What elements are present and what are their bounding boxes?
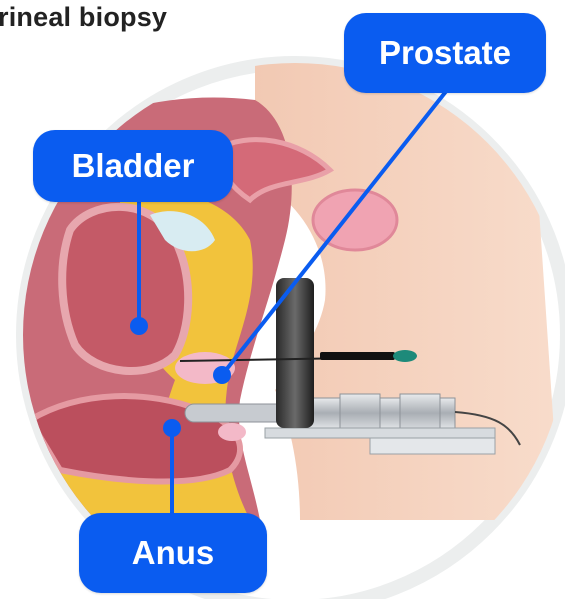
anus-pointer-dot bbox=[163, 419, 181, 437]
gland-organ bbox=[218, 423, 246, 441]
anus-label: Anus bbox=[79, 513, 267, 593]
prostate-pointer-dot bbox=[213, 366, 231, 384]
probe-shaft bbox=[185, 404, 290, 422]
bladder-pointer-dot bbox=[130, 317, 148, 335]
base-plate bbox=[265, 428, 495, 438]
base-rail bbox=[370, 438, 495, 454]
stepper-knob bbox=[400, 394, 440, 432]
prostate-label: Prostate bbox=[344, 13, 546, 93]
stepper-knob bbox=[340, 394, 380, 432]
needle-hub bbox=[320, 352, 395, 360]
needle-tip-handle bbox=[393, 350, 417, 362]
bladder-label: Bladder bbox=[33, 130, 233, 202]
